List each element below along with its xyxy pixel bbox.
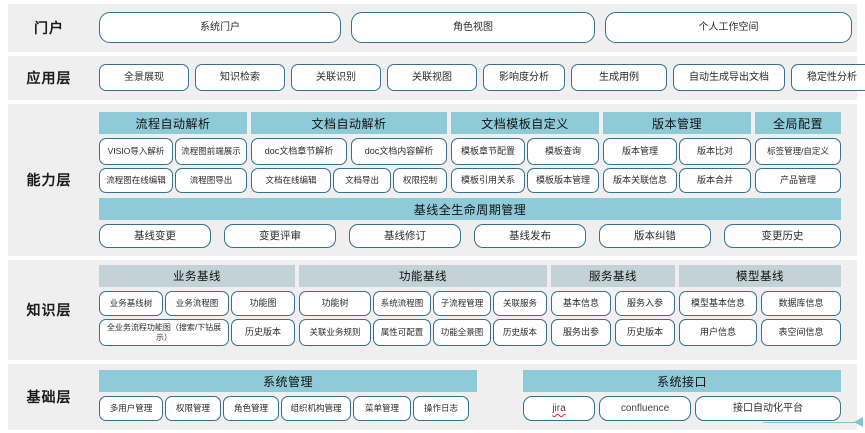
- app-item-relation-view[interactable]: 关联视图: [387, 64, 477, 91]
- cap-item-template-version-mgmt[interactable]: 模板版本管理: [527, 168, 599, 193]
- know-item-service-input-param[interactable]: 服务入参: [615, 291, 675, 316]
- layer-label-capability: 能力层: [26, 172, 72, 188]
- cap-group-header-template-custom: 文档模板自定义: [451, 112, 599, 134]
- app-item-auto-export-doc[interactable]: 自动生成导出文档: [673, 64, 785, 91]
- cap-item-template-chapter-config[interactable]: 模板章节配置: [451, 138, 525, 165]
- know-item-related-service[interactable]: 关联服务: [493, 291, 547, 316]
- app-item-panorama[interactable]: 全景展现: [99, 64, 189, 91]
- base-item-confluence[interactable]: confluence: [599, 396, 691, 421]
- lifecycle-item-baseline-release[interactable]: 基线发布: [474, 224, 586, 248]
- cap-item-flowchart-online-edit[interactable]: 流程图在线编辑: [99, 168, 173, 193]
- cap-item-version-compare[interactable]: 版本比对: [679, 138, 751, 165]
- cap-item-version-relation-info[interactable]: 版本关联信息: [603, 168, 677, 193]
- cap-item-visio-import-parse[interactable]: VISIO导入解析: [99, 138, 173, 165]
- know-item-related-business-rule[interactable]: 关联业务规则: [299, 319, 371, 346]
- cap-item-doc-export[interactable]: 文档导出: [333, 168, 391, 193]
- app-item-relation-recognition[interactable]: 关联识别: [291, 64, 381, 91]
- cap-group-header-doc-parse: 文档自动解析: [251, 112, 447, 134]
- cap-item-version-merge[interactable]: 版本合并: [679, 168, 751, 193]
- know-item-service-output-param[interactable]: 服务出参: [551, 319, 611, 346]
- know-group-header-model-baseline: 模型基线: [679, 265, 841, 287]
- app-item-knowledge-search[interactable]: 知识检索: [195, 64, 285, 91]
- lifecycle-item-baseline-revision[interactable]: 基线修订: [349, 224, 461, 248]
- cap-item-version-management[interactable]: 版本管理: [603, 138, 677, 165]
- layer-body-capability: 流程自动解析 文档自动解析 文档模板自定义 版本管理 全局配置 VISIO导入解…: [90, 104, 857, 256]
- base-item-menu-management[interactable]: 菜单管理: [353, 396, 411, 421]
- layer-body-knowledge: 业务基线 功能基线 服务基线 模型基线 业务基线树 业务流程图 功能图 全业务流…: [90, 260, 857, 360]
- base-group-header-system-management: 系统管理: [99, 370, 477, 392]
- know-group-header-service-baseline: 服务基线: [551, 265, 675, 287]
- portal-item-role-view[interactable]: 角色视图: [351, 12, 595, 43]
- know-item-function-panorama[interactable]: 功能全景图: [433, 319, 491, 346]
- know-group-header-function-baseline: 功能基线: [299, 265, 547, 287]
- know-item-system-flowchart[interactable]: 系统流程图: [373, 291, 431, 316]
- layer-foundation: 基础层 系统管理 系统接口 多用户管理 权限管理 角色管理 组织机构管理 菜单管…: [8, 364, 857, 430]
- base-item-interface-automation-platform[interactable]: 接口自动化平台: [695, 396, 841, 421]
- cap-item-flowchart-export[interactable]: 流程图导出: [175, 168, 247, 193]
- cap-item-doc-chapter-parse[interactable]: doc文档章节解析: [251, 138, 347, 165]
- layer-application: 应用层 全景展现 知识检索 关联识别 关联视图 影响度分析 生成用例 自动生成导…: [8, 56, 865, 100]
- cap-item-permission-control[interactable]: 权限控制: [393, 168, 447, 193]
- know-item-function-diagram[interactable]: 功能图: [231, 291, 295, 316]
- know-item-service-basic-info[interactable]: 基本信息: [551, 291, 611, 316]
- layer-knowledge: 知识层 业务基线 功能基线 服务基线 模型基线 业务基线树 业务流程图 功能图 …: [8, 260, 857, 360]
- lifecycle-item-change-review[interactable]: 变更评审: [224, 224, 336, 248]
- cap-item-tag-management-custom[interactable]: 标签管理/自定义: [755, 138, 841, 165]
- cap-item-doc-content-parse[interactable]: doc文档内容解析: [351, 138, 447, 165]
- know-item-business-baseline-tree[interactable]: 业务基线树: [99, 291, 163, 316]
- know-item-full-business-process-function-map[interactable]: 全业务流程功能图（搜索/下钻展示）: [99, 319, 229, 346]
- know-item-function-tree[interactable]: 功能树: [299, 291, 371, 316]
- layer-portal: 门户 系统门户 角色视图 个人工作空间: [8, 4, 857, 52]
- bottom-connector-line: [763, 421, 855, 423]
- cap-item-template-query[interactable]: 模板查询: [527, 138, 599, 165]
- cap-lifecycle-header: 基线全生命周期管理: [99, 198, 841, 220]
- base-group-header-system-interface: 系统接口: [523, 370, 841, 392]
- layer-label-foundation: 基础层: [26, 389, 72, 405]
- know-item-service-history-version[interactable]: 历史版本: [615, 319, 675, 346]
- app-item-generate-cases[interactable]: 生成用例: [571, 64, 667, 91]
- app-item-impact-analysis[interactable]: 影响度分析: [483, 64, 565, 91]
- cap-item-doc-online-edit[interactable]: 文档在线编辑: [251, 168, 331, 193]
- base-item-operation-log[interactable]: 操作日志: [413, 396, 469, 421]
- base-item-org-structure-management[interactable]: 组织机构管理: [281, 396, 351, 421]
- bottom-arrow-icon: [854, 417, 863, 427]
- base-item-role-management[interactable]: 角色管理: [223, 396, 279, 421]
- know-item-model-basic-info[interactable]: 模型基本信息: [679, 291, 757, 316]
- base-item-permission-management[interactable]: 权限管理: [165, 396, 221, 421]
- know-item-subprocess-management[interactable]: 子流程管理: [433, 291, 491, 316]
- know-group-header-business-baseline: 业务基线: [99, 265, 295, 287]
- app-item-stability-analysis[interactable]: 稳定性分析: [791, 64, 865, 91]
- know-item-user-info[interactable]: 用户信息: [679, 319, 757, 346]
- know-item-business-flowchart[interactable]: 业务流程图: [165, 291, 229, 316]
- know-item-attribute-configurable[interactable]: 属性可配置: [373, 319, 431, 346]
- cap-item-flowchart-frontend-display[interactable]: 流程图前端展示: [175, 138, 247, 165]
- layer-body-foundation: 系统管理 系统接口 多用户管理 权限管理 角色管理 组织机构管理 菜单管理 操作…: [90, 364, 857, 430]
- layer-label-application: 应用层: [26, 70, 72, 86]
- know-item-function-history-version[interactable]: 历史版本: [493, 319, 547, 346]
- portal-item-system-portal[interactable]: 系统门户: [99, 12, 341, 43]
- layer-body-application: 全景展现 知识检索 关联识别 关联视图 影响度分析 生成用例 自动生成导出文档 …: [90, 56, 865, 100]
- cap-item-template-reference-relation[interactable]: 模板引用关系: [451, 168, 525, 193]
- portal-item-personal-workspace[interactable]: 个人工作空间: [605, 12, 852, 43]
- cap-group-header-global-config: 全局配置: [755, 112, 841, 134]
- cap-group-header-version-mgmt: 版本管理: [603, 112, 751, 134]
- layer-body-portal: 系统门户 角色视图 个人工作空间: [90, 4, 857, 52]
- lifecycle-item-baseline-change[interactable]: 基线变更: [99, 224, 211, 248]
- layer-label-portal: 门户: [34, 20, 64, 36]
- know-item-business-history-version[interactable]: 历史版本: [231, 319, 295, 346]
- layer-label-knowledge: 知识层: [26, 302, 72, 318]
- cap-group-header-process-parse: 流程自动解析: [99, 112, 247, 134]
- cap-item-product-management[interactable]: 产品管理: [755, 168, 841, 193]
- know-item-database-info[interactable]: 数据库信息: [761, 291, 841, 316]
- layer-capability: 能力层 流程自动解析 文档自动解析 文档模板自定义 版本管理 全局配置 VISI…: [8, 104, 857, 256]
- know-item-tablespace-info[interactable]: 表空间信息: [761, 319, 841, 346]
- base-item-jira[interactable]: jira: [523, 396, 595, 421]
- base-item-multi-user-management[interactable]: 多用户管理: [99, 396, 163, 421]
- lifecycle-item-version-correction[interactable]: 版本纠错: [599, 224, 711, 248]
- lifecycle-item-change-history[interactable]: 变更历史: [724, 224, 841, 248]
